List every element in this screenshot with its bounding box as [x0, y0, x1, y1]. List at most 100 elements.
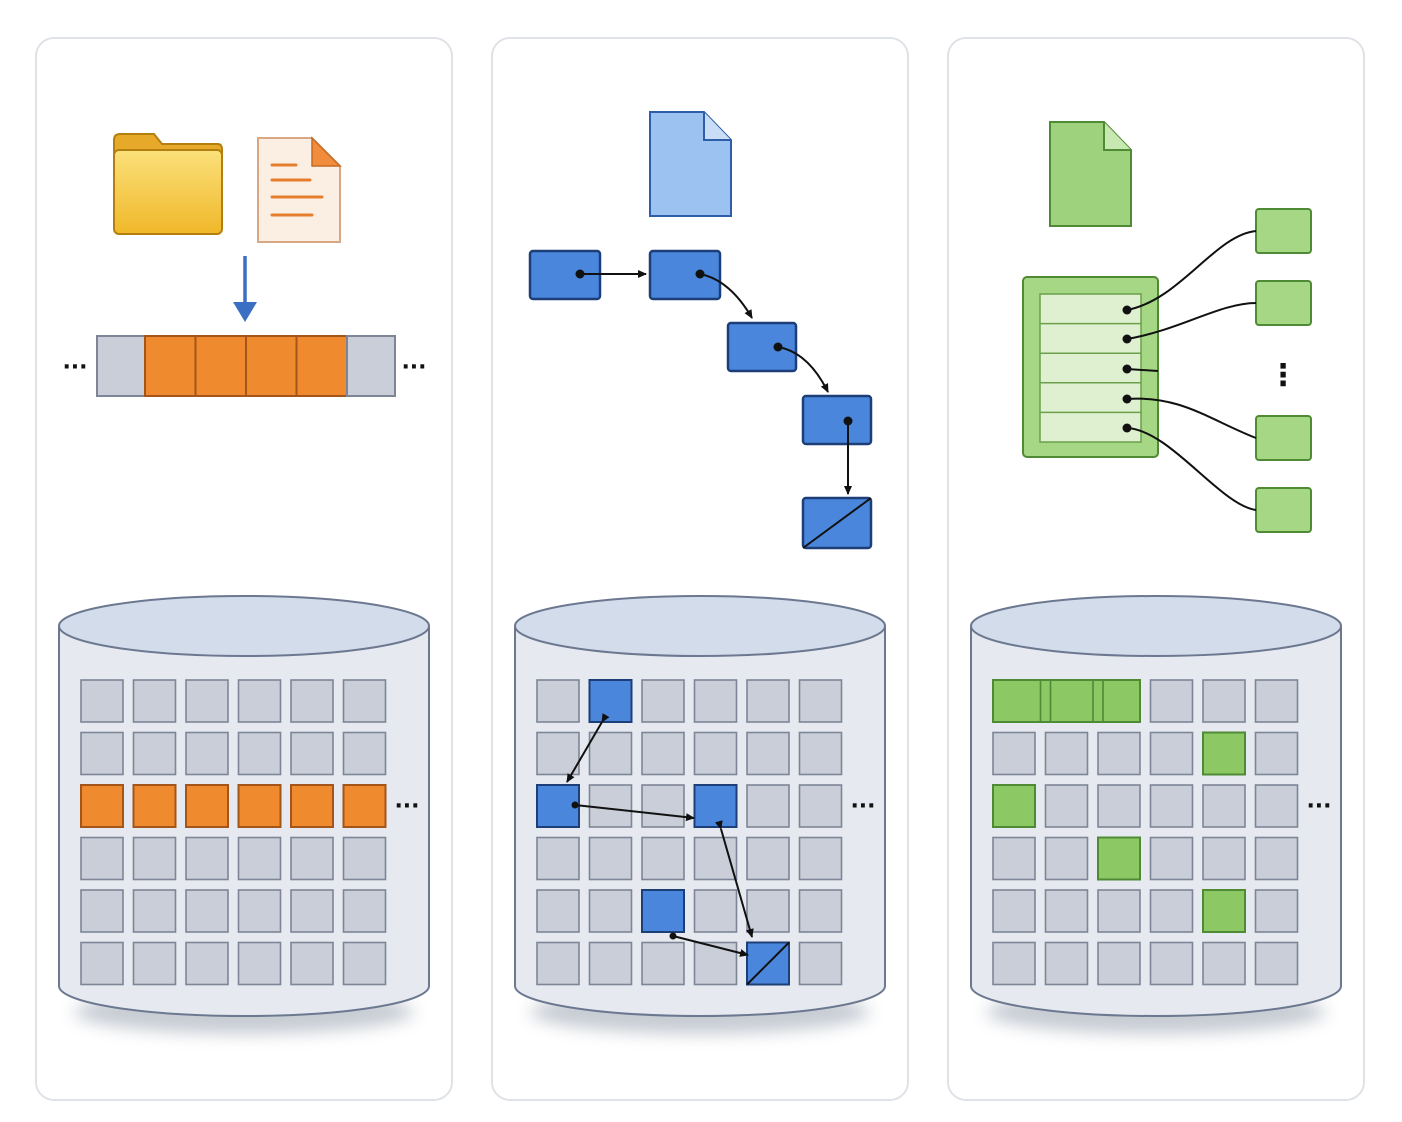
- strip-ellipsis-right: ···: [401, 355, 426, 380]
- free-disk-block: [1044, 784, 1089, 828]
- allocated-strip-block: [194, 335, 247, 397]
- index-pointer: [1126, 368, 1159, 372]
- pointer-dot: [1122, 423, 1132, 433]
- free-disk-block: [290, 731, 334, 776]
- free-disk-block: [80, 731, 124, 776]
- blue-document-icon: [649, 111, 732, 217]
- free-disk-block: [1149, 679, 1194, 723]
- free-disk-block: [1149, 784, 1194, 828]
- arrow-head: [233, 302, 257, 322]
- disk-link-arrow: [566, 713, 610, 783]
- free-disk-block: [1149, 889, 1194, 933]
- pointer-arrow: [777, 346, 829, 393]
- free-disk-block: [1254, 889, 1299, 933]
- free-disk-block: [798, 679, 843, 723]
- free-disk-block: [693, 941, 738, 986]
- disk-block-grid: [80, 679, 387, 986]
- pointer-dot: [1122, 364, 1132, 374]
- index-pointer: [1126, 427, 1257, 511]
- allocated-disk-block: [1202, 731, 1246, 776]
- free-disk-block: [746, 784, 790, 828]
- free-disk-block: [1097, 731, 1141, 776]
- contiguous-block-strip: ··· ···: [62, 335, 427, 397]
- free-disk-block: [1254, 784, 1299, 828]
- free-disk-block: [992, 941, 1036, 986]
- free-disk-block: [237, 731, 282, 776]
- free-disk-block: [588, 784, 633, 828]
- free-disk-block: [342, 889, 387, 933]
- free-strip-block: [96, 335, 146, 397]
- free-disk-block: [992, 731, 1036, 776]
- disk-links: [566, 713, 754, 957]
- free-disk-block: [132, 941, 177, 986]
- free-disk-block: [746, 836, 790, 881]
- allocated-disk-block: [992, 784, 1036, 828]
- free-disk-block: [1044, 731, 1089, 776]
- free-disk-block: [746, 679, 790, 723]
- free-disk-block: [536, 679, 580, 723]
- free-disk-block: [1202, 679, 1246, 723]
- disk-link-arrow: [574, 804, 695, 822]
- data-block: [1255, 415, 1312, 461]
- free-disk-block: [237, 941, 282, 986]
- allocated-disk-block: [1202, 889, 1246, 933]
- allocated-disk-block: [290, 784, 334, 828]
- free-disk-block: [798, 784, 843, 828]
- free-disk-block: [641, 731, 685, 776]
- free-disk-block: [693, 889, 738, 933]
- panel-indexed: ⋮···: [947, 37, 1365, 1101]
- allocated-disk-block: [992, 679, 1141, 723]
- chain-node: [726, 321, 798, 373]
- free-disk-block: [992, 889, 1036, 933]
- free-disk-block: [1097, 941, 1141, 986]
- free-disk-block: [80, 679, 124, 723]
- pointer-dot: [1122, 305, 1132, 315]
- allocated-strip-block: [295, 335, 348, 397]
- free-disk-block: [290, 941, 334, 986]
- free-disk-block: [185, 679, 229, 723]
- free-disk-block: [80, 889, 124, 933]
- folder-icon: [113, 133, 223, 235]
- disk-link-arrow: [714, 820, 754, 938]
- free-disk-block: [80, 836, 124, 881]
- free-disk-block: [185, 889, 229, 933]
- strip-ellipsis-left: ···: [62, 355, 87, 380]
- document-fold: [703, 112, 731, 141]
- free-disk-block: [798, 941, 843, 986]
- index-pointer: [1126, 302, 1257, 340]
- pointer-arrow: [699, 273, 753, 319]
- free-disk-block: [132, 889, 177, 933]
- free-disk-block: [798, 731, 843, 776]
- free-disk-block: [1097, 889, 1141, 933]
- link-dot: [669, 932, 677, 940]
- linked-chain: [528, 249, 873, 550]
- green-document-icon: [1049, 121, 1132, 227]
- free-disk-block: [588, 731, 633, 776]
- data-block: [1255, 208, 1312, 254]
- disk-ellipsis: ···: [1306, 794, 1331, 819]
- allocated-disk-block: [237, 784, 282, 828]
- free-disk-block: [641, 941, 685, 986]
- down-arrow-icon: [233, 256, 257, 322]
- document-fold: [1103, 122, 1131, 151]
- allocated-disk-block: [588, 679, 633, 723]
- free-disk-block: [342, 731, 387, 776]
- disk-ellipsis: ···: [394, 794, 419, 819]
- allocated-strip-block: [245, 335, 298, 397]
- free-disk-block: [746, 731, 790, 776]
- free-disk-block: [1254, 941, 1299, 986]
- free-disk-block: [185, 731, 229, 776]
- free-disk-block: [588, 941, 633, 986]
- free-disk-block: [1149, 836, 1194, 881]
- index-pointer: [1126, 230, 1257, 311]
- panel-linked: ···: [491, 37, 909, 1101]
- allocated-strip-block: [144, 335, 197, 397]
- disk-block-grid: [536, 679, 843, 986]
- free-disk-block: [342, 836, 387, 881]
- allocated-disk-block: [342, 784, 387, 828]
- free-disk-block: [132, 731, 177, 776]
- null-pointer-slash: [746, 941, 790, 986]
- chain-node: [648, 249, 722, 301]
- free-disk-block: [1097, 784, 1141, 828]
- free-disk-block: [237, 836, 282, 881]
